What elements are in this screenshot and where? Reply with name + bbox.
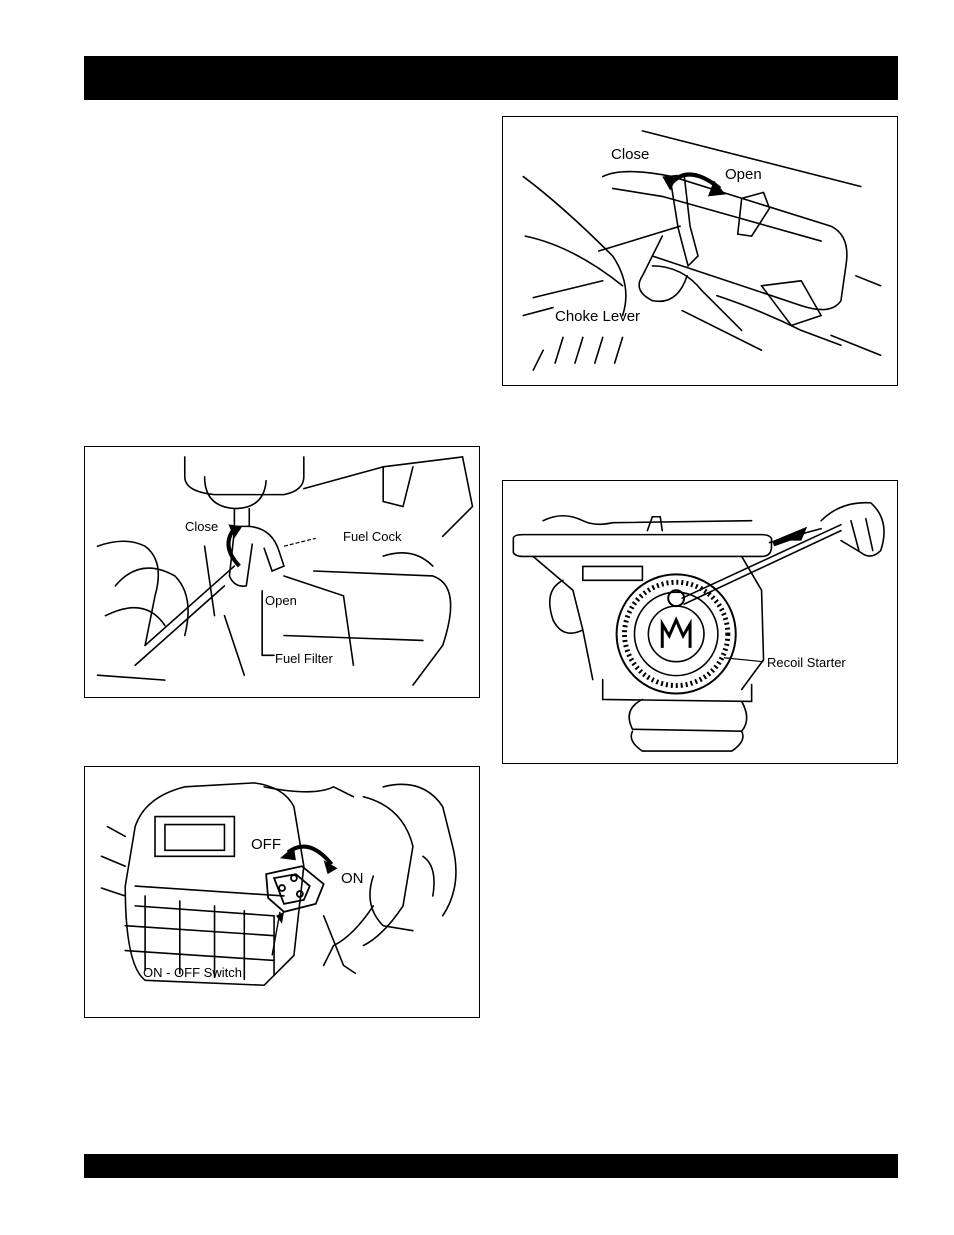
choke-open-label: Open — [725, 167, 762, 183]
fuel-open-label: Open — [265, 593, 297, 609]
fuel-filter-label: Fuel Filter — [275, 651, 333, 667]
footer-bar — [84, 1154, 898, 1178]
choke-illustration — [503, 117, 897, 385]
choke-lever-label: Choke Lever — [555, 309, 640, 325]
recoil-starter-label: Recoil Starter — [767, 655, 846, 671]
choke-lever-figure: Close Open Choke Lever — [502, 116, 898, 386]
on-off-switch-figure: OFF ON ON - OFF Switch — [84, 766, 480, 1018]
choke-close-label: Close — [611, 147, 649, 163]
switch-off-label: OFF — [251, 837, 281, 853]
fuel-close-label: Close — [185, 519, 218, 535]
recoil-starter-figure: Recoil Starter — [502, 480, 898, 764]
header-bar — [84, 56, 898, 100]
on-off-switch-label: ON - OFF Switch — [143, 965, 242, 981]
switch-on-label: ON — [341, 871, 364, 887]
fuel-cock-label: Fuel Cock — [343, 529, 402, 545]
recoil-starter-illustration — [503, 481, 897, 763]
fuel-cock-figure: Close Fuel Cock Open Fuel Filter — [84, 446, 480, 698]
